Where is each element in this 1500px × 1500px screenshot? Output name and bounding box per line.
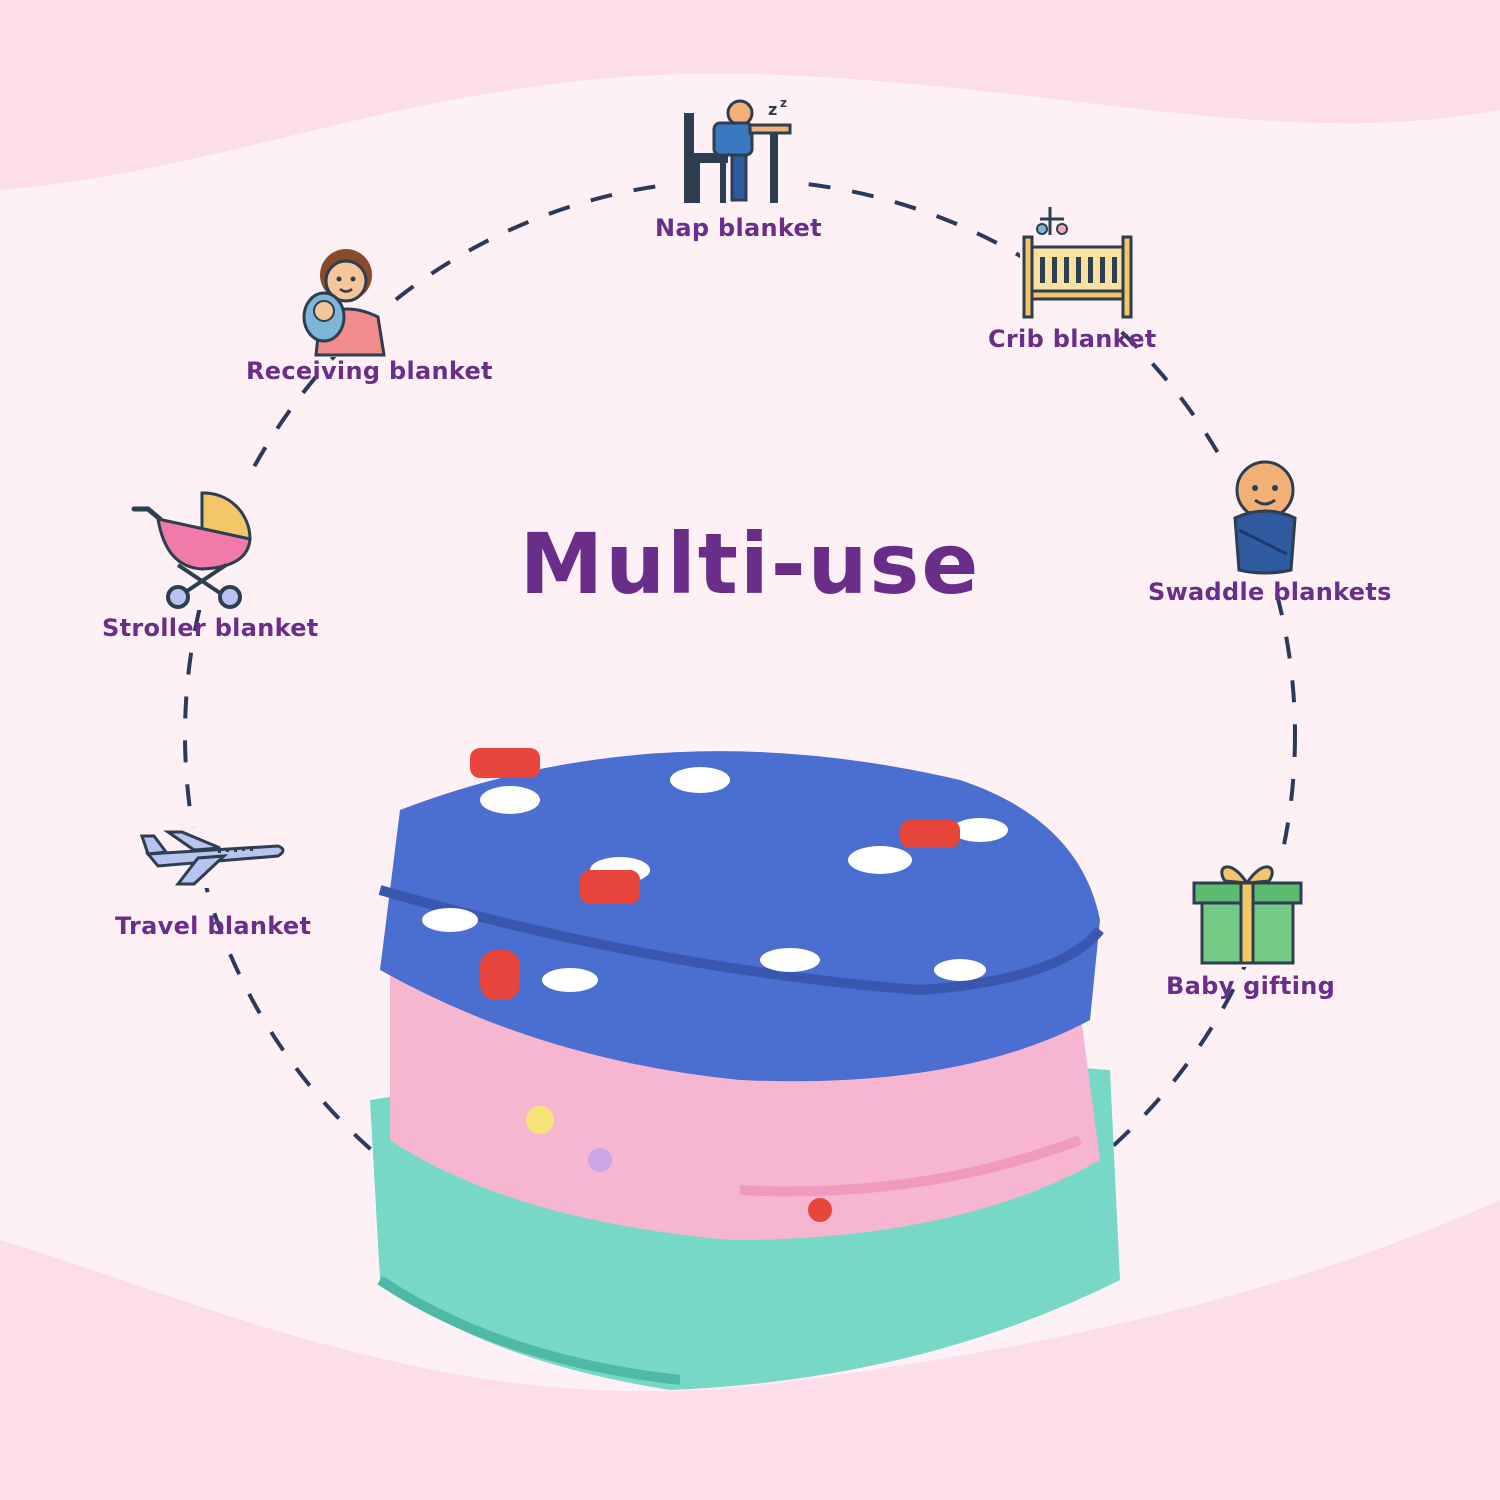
gift-box-icon	[1190, 855, 1305, 967]
person-sleeping-at-desk-icon: z z	[670, 95, 800, 210]
use-label-stroller-blanket: Stroller blanket	[102, 614, 319, 642]
mother-holding-baby-icon	[298, 245, 388, 357]
headline: Multi-use	[519, 515, 981, 613]
folded-blankets-image	[370, 748, 1120, 1390]
baby-stroller-icon	[130, 485, 255, 610]
svg-text:z: z	[780, 96, 787, 110]
use-label-travel-blanket: Travel blanket	[115, 912, 312, 940]
use-label-nap-blanket: Nap blanket	[655, 214, 822, 242]
svg-text:z: z	[768, 100, 777, 119]
crib-icon	[1020, 205, 1135, 320]
use-label-swaddle-blankets: Swaddle blankets	[1148, 578, 1392, 606]
use-label-baby-gifting: Baby gifting	[1166, 972, 1336, 1000]
use-label-crib-blanket: Crib blanket	[988, 325, 1157, 353]
use-label-receiving-blanket: Receiving blanket	[246, 357, 493, 385]
airplane-icon	[138, 828, 288, 888]
swaddled-baby-icon	[1225, 458, 1305, 576]
